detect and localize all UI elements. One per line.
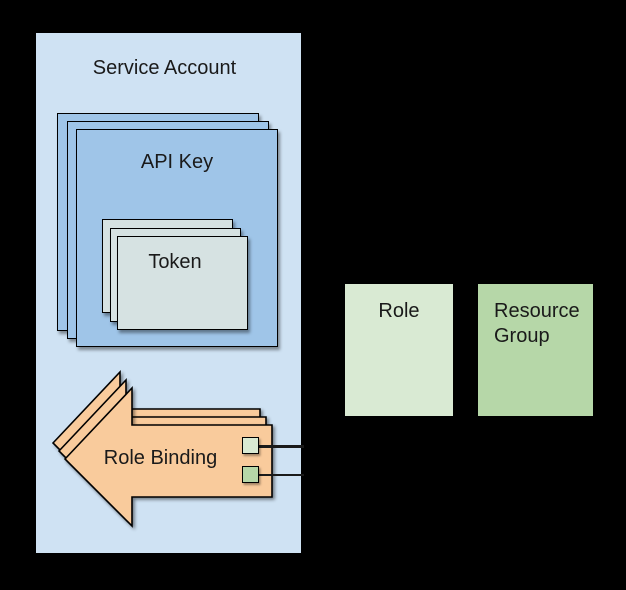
role-port bbox=[242, 437, 259, 454]
resource-group-port bbox=[242, 466, 259, 483]
api-key-label: API Key bbox=[140, 151, 214, 173]
resource-group-box bbox=[478, 284, 593, 416]
role-binding-arrow-front bbox=[63, 385, 273, 528]
resource-group-connector-line bbox=[258, 473, 304, 477]
token-card-front bbox=[117, 236, 248, 330]
token-label: Token bbox=[148, 251, 202, 273]
role-binding-arrow-stack bbox=[51, 369, 273, 528]
role-label: Role bbox=[378, 300, 420, 322]
role-binding-label: Role Binding bbox=[103, 447, 218, 469]
role-connector-line bbox=[258, 445, 304, 448]
resource-group-label: Resource Group bbox=[494, 300, 580, 347]
role-box bbox=[345, 284, 453, 416]
service-account-label: Service Account bbox=[92, 57, 237, 79]
